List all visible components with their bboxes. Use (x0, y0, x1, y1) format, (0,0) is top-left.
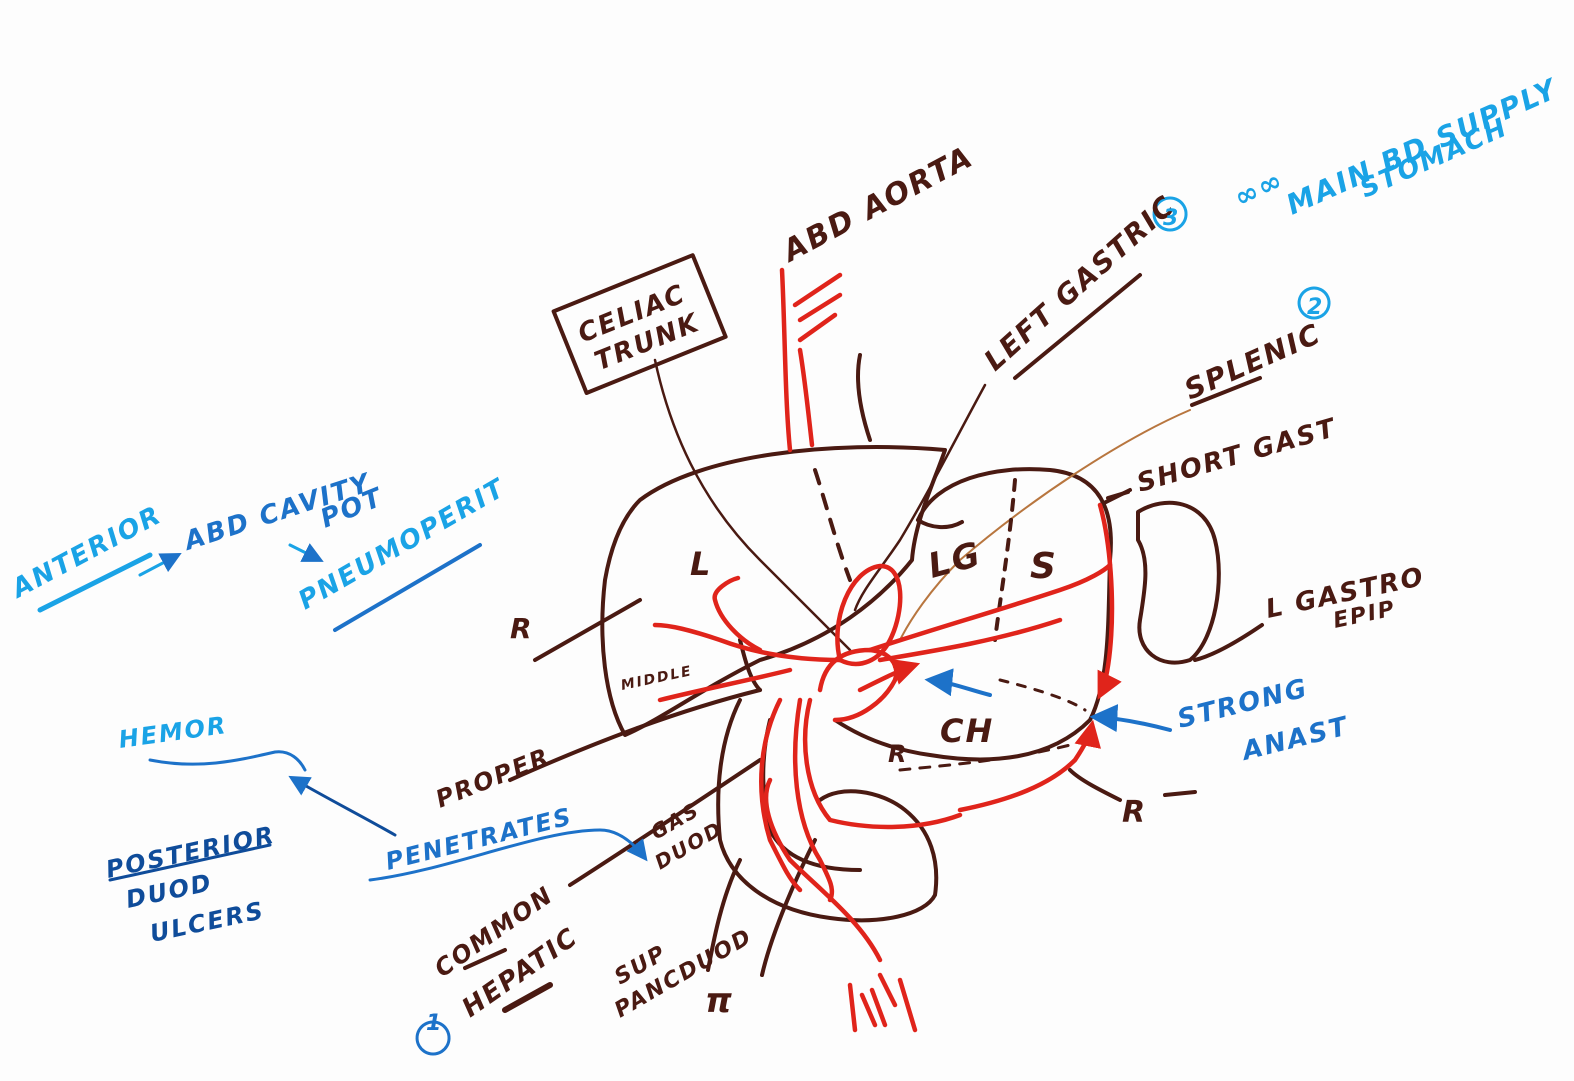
dashed-line-ch (898, 743, 1072, 772)
left-gastric-underline (1013, 273, 1142, 380)
r-dash-label: — (1165, 796, 1168, 798)
pot-arrow (288, 543, 324, 562)
r-dash-bottom (1163, 790, 1197, 797)
r-leader-bottom (1068, 768, 1122, 802)
liver-outline (600, 445, 947, 737)
celiac-leader-line (653, 358, 852, 652)
dashed-line-ch-2 (998, 678, 1087, 712)
lg-label: LG (924, 534, 986, 587)
aorta-right-wall (797, 347, 815, 448)
left-gastric-rank-circle (1152, 196, 1188, 232)
penetrates-to-gas-duod-arrow (368, 828, 648, 882)
vessel-pi (763, 777, 883, 963)
aorta-hatch-1 (792, 272, 843, 308)
common-hepatic-rank-circle (415, 1020, 451, 1056)
short-gast-dash (1106, 490, 1130, 500)
r-inner-label: R (888, 740, 908, 768)
pneumoperit-underline (333, 543, 482, 632)
duodenum-outline (716, 698, 939, 923)
left-gastric-leader (853, 383, 987, 612)
r-leader-left (533, 598, 642, 662)
l-liver-label: L (690, 545, 712, 583)
common-hepatic-underline-2 (502, 982, 553, 1013)
middle-label: MIDDLE (620, 663, 695, 694)
blue-labels: ∞∞ MAIN BD SUPPLY STOMACH 3 2 STRONG ANA… (5, 72, 1563, 1036)
splenic-underline (1190, 376, 1262, 407)
aorta-bottom-2 (859, 992, 878, 1028)
splenic-label: SPLENIC (1179, 317, 1326, 407)
anatomy-outlines (463, 253, 1264, 1013)
aorta-hatch-2 (797, 292, 843, 323)
dashed-line-stomach (993, 478, 1017, 642)
pancreas-line-2 (760, 838, 817, 977)
brown-labels: CELIAC TRUNK ABD AORTA LEFT GASTRIC SPLE… (429, 139, 1427, 1023)
anterior-arrow (138, 553, 182, 577)
short-gast-dash-label: — (1108, 499, 1111, 501)
common-hepatic-rank: 1 (426, 1011, 443, 1036)
gastroepiploic-left (1097, 502, 1122, 700)
proper-label: PROPER (432, 742, 555, 813)
common-hepatic-underline-1 (463, 948, 507, 970)
spleen-outline (1136, 500, 1221, 665)
penetrates-label: PENETRATES (383, 802, 576, 876)
aorta-bottom-5 (897, 977, 918, 1033)
stomach-outline (833, 467, 1113, 762)
posterior-underline (108, 843, 272, 882)
strong-anast-arrow (1089, 704, 1172, 733)
gastroduodenal-lower (792, 697, 835, 903)
hepatic-branch-up (712, 575, 763, 653)
r-bottom-label: R (1122, 795, 1147, 830)
penetrates-to-hemor-arrow (288, 775, 397, 837)
vessel-top-1 (856, 353, 872, 442)
hemor-label: HEMOR (117, 711, 229, 754)
blue-annotations (37, 196, 1331, 1056)
left-gastric-label: LEFT GASTRIC (978, 188, 1182, 377)
splenic-leader (899, 409, 1191, 641)
pi-label: π (705, 981, 734, 1021)
proper-leader (508, 688, 762, 782)
anterior-underline (37, 552, 153, 613)
splenic-flow-arrow (924, 668, 992, 697)
pancreas-line-1 (706, 858, 742, 972)
splenic-artery (867, 562, 1113, 653)
aorta-left-wall (779, 267, 793, 453)
left-gastric-loop (835, 563, 903, 667)
gastroepiploic-right (957, 719, 1101, 813)
pancreaticoduodenal (759, 697, 803, 893)
aorta-bottom-3 (869, 987, 888, 1028)
gastroduodenal-loop (802, 697, 963, 830)
l-gastro-epip-leader (1193, 623, 1264, 662)
main-supply-symbol: ∞∞ (1229, 163, 1289, 214)
short-gast-label: SHORT GAST (1134, 413, 1341, 499)
splenic-rank-circle (1297, 286, 1331, 320)
abd-aorta-label: ABD AORTA (776, 139, 980, 270)
common-hepatic-leader (568, 758, 762, 887)
right-gastric (857, 659, 921, 693)
s-label: S (1030, 546, 1058, 587)
arterial-vessels (652, 267, 1122, 1033)
aorta-bottom-1 (847, 982, 858, 1033)
r-left-label: R (510, 612, 534, 645)
aorta-bottom-4 (877, 972, 898, 1008)
aorta-hatch-3 (797, 312, 838, 343)
splenic-rank: 2 (1307, 295, 1324, 320)
hemor-underline (148, 750, 307, 772)
stomach-cardia-notch (916, 518, 964, 529)
common-hepatic-artery (652, 622, 843, 663)
hepatic-branch-left (657, 667, 793, 703)
ch-label: CH (940, 712, 994, 750)
splenic-artery-2 (877, 617, 1063, 663)
dashed-line-aorta (813, 468, 852, 582)
strong-anast-label-2: ANAST (1237, 711, 1352, 767)
left-gastric-rank: 3 (1163, 206, 1180, 231)
